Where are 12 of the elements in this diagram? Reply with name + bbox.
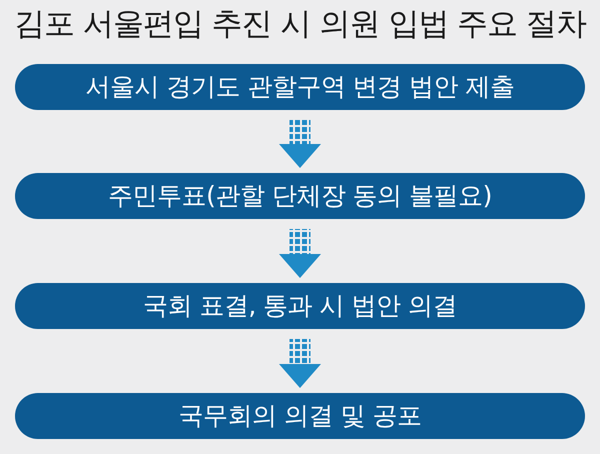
step-pill (15, 393, 585, 439)
step-text: 서울시 경기도 관할구역 변경 법안 제출 (85, 72, 515, 102)
step-text: 주민투표(관할 단체장 동의 불필요) (108, 181, 492, 211)
step-pill (15, 173, 585, 219)
step-text: 국회 표결, 통과 시 법안 의결 (142, 291, 458, 321)
dotted-arrow (279, 229, 321, 278)
diagram-title: 김포 서울편입 추진 시 의원 입법 주요 절차 (13, 5, 588, 44)
dotted-arrow (279, 339, 321, 388)
dotted-arrow (279, 120, 321, 168)
step-pill (15, 283, 585, 329)
step-text: 국무회의 의결 및 공포 (178, 401, 422, 431)
step-pill (15, 64, 585, 110)
